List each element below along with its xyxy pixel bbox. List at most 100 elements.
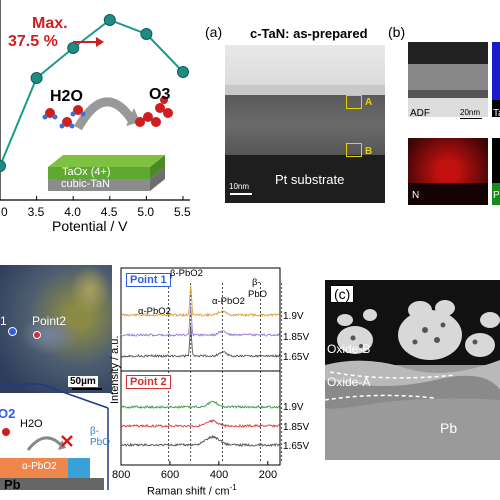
efficiency-point — [0, 160, 6, 172]
voltage-top-1: 1.9V — [283, 311, 304, 322]
max-value: 37.5 % — [8, 33, 58, 50]
raman-trace — [120, 419, 280, 428]
raman-x-tick-label: 600 — [160, 469, 180, 481]
raman-x-tick-label: 400 — [209, 469, 229, 481]
peak-label-beta: β- — [252, 277, 261, 288]
panel-a-title: c-TaN: as-prepared — [250, 26, 368, 41]
region-a-box — [346, 95, 362, 109]
x-tick-label: 3.5 — [27, 205, 45, 219]
efficiency-plot-panel: Max. 37.5 % H2O O3 TaOx (4+) cubic-TaN 3… — [0, 0, 191, 235]
taox-layer-side — [150, 155, 165, 179]
tan-layer-side — [150, 167, 165, 191]
pb-schematic-label: Pb — [4, 477, 21, 492]
raman-trace — [120, 325, 280, 359]
voltage-bottom-1: 1.9V — [283, 402, 304, 413]
panel-c-label: (c) — [330, 285, 355, 303]
voltage-bottom-3: 1.65V — [283, 441, 310, 452]
adf-map — [408, 42, 488, 117]
raman-y-label: Intensity / a.u. — [109, 335, 121, 404]
adf-label: ADF — [410, 108, 430, 119]
n-map — [408, 138, 488, 205]
point2-marker — [33, 331, 41, 339]
taox-layer — [48, 167, 150, 179]
raman-plot: Intensity / a.u. Point 1 Point 2 β-PbO2 … — [109, 265, 317, 500]
raman-trace — [120, 434, 280, 448]
point2-label: Point2 — [32, 314, 67, 328]
efficiency-plot — [0, 0, 190, 201]
point1-marker — [8, 327, 17, 336]
micrograph-scalebar-label: 50µm — [68, 376, 98, 387]
tem-image: A B Pt substrate 10nm — [225, 45, 385, 203]
raman-x-tick-labels: 800 600 400 200 — [112, 469, 317, 483]
h2o-molecules-icon — [42, 105, 86, 129]
micrograph-scalebar — [72, 388, 102, 390]
raman-trace — [120, 305, 280, 337]
max-arrow-head — [96, 37, 104, 47]
max-label: Max. — [32, 15, 68, 32]
raman-trace — [120, 400, 280, 409]
substrate-label: Pt substrate — [275, 172, 345, 187]
o2-label: O2 — [0, 406, 16, 421]
peak-label-alpha-pbo2-left: α-PbO2 — [138, 306, 171, 317]
voltage-top-2: 1.85V — [283, 332, 310, 343]
h2o-schematic-label: H2O — [20, 418, 43, 430]
eds-maps: ADF 20nm Ta N P — [408, 42, 500, 207]
h2o-label: H2O — [50, 88, 83, 105]
x-tick-labels: 3.0 3.5 4.0 4.5 5.0 5.5 — [0, 205, 191, 221]
efficiency-line — [0, 18, 184, 167]
n-label: N — [412, 190, 420, 201]
raman-x-tick-label: 200 — [258, 469, 278, 481]
x-tick-label: 5.5 — [174, 205, 191, 219]
peak-label-alpha-pbo2-right: α-PbO2 — [212, 296, 245, 307]
efficiency-point — [30, 72, 43, 84]
x-tick-label: 3.0 — [0, 205, 8, 219]
region-a-label: A — [365, 97, 373, 108]
ta-map — [492, 42, 500, 117]
efficiency-point — [103, 14, 116, 26]
efficiency-point — [140, 28, 153, 40]
panel-a-label: (a) — [205, 24, 223, 40]
voltage-bottom-2: 1.85V — [283, 422, 310, 433]
alpha-pbo2-label: α-PbO2 — [22, 461, 57, 472]
peak-label-beta-pbo2: β-PbO2 — [170, 268, 203, 279]
ta-label: Ta — [493, 108, 500, 119]
tem-scalebar — [230, 193, 252, 195]
point1-box-label: Point 1 — [126, 273, 171, 287]
raman-x-label-text: Raman shift / cm — [147, 485, 230, 498]
raman-svg — [120, 267, 283, 466]
x-tick-label: 4.0 — [64, 205, 81, 219]
efficiency-points — [0, 14, 189, 172]
panel-b-label: (b) — [388, 24, 406, 40]
reaction-arrow — [74, 97, 136, 131]
tan-layer — [48, 179, 150, 191]
eds-scalebar — [460, 118, 482, 119]
eds-scalebar-label: 20nm — [460, 108, 481, 117]
pb-schematic-inset: O2 H2O α-PbO2 β- PbO Pb — [0, 380, 112, 492]
efficiency-point — [177, 66, 189, 78]
oxide-a-label: Oxide-A — [327, 375, 371, 389]
sem-image: (c) Oxide-B Oxide-A Pb — [325, 280, 500, 460]
point1-label: 1 — [0, 314, 7, 328]
taox-label: TaOx (4+) — [62, 166, 111, 178]
tan-label: cubic-TaN — [61, 178, 110, 190]
voltage-top-3: 1.65V — [283, 352, 310, 363]
x-axis-label: Potential / V — [52, 218, 128, 234]
x-tick-label: 4.5 — [100, 205, 118, 219]
beta-pbo-label: β- PbO — [90, 426, 111, 448]
region-b-box — [346, 143, 362, 157]
tem-scalebar-label: 10nm — [229, 182, 250, 191]
taox-layer-top — [48, 155, 165, 167]
x-tick-label: 5.0 — [137, 205, 155, 219]
raman-x-tick-label: 800 — [112, 469, 131, 481]
p-label: P — [493, 190, 500, 201]
p-map — [492, 138, 500, 205]
o3-label: O3 — [149, 86, 171, 103]
oxide-b-label: Oxide-B — [327, 342, 371, 356]
optical-micrograph — [0, 265, 112, 393]
point2-box-label: Point 2 — [126, 375, 171, 389]
peak-label-pbo: PbO — [248, 289, 268, 300]
efficiency-point — [67, 42, 80, 54]
x-ticks — [0, 196, 184, 200]
raman-x-label-sup: -1 — [229, 483, 237, 492]
o3-molecules-icon — [135, 96, 173, 127]
